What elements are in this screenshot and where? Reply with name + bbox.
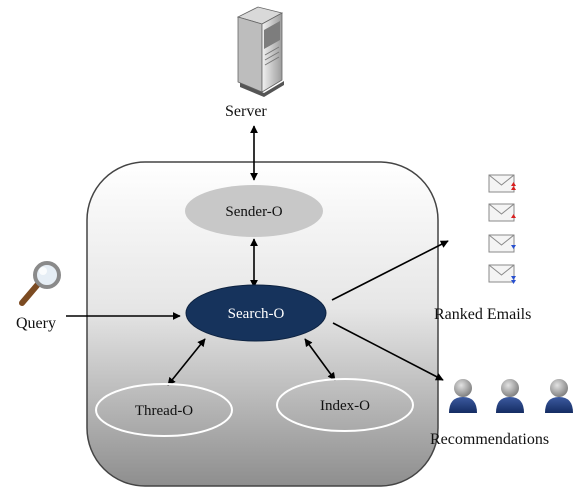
email-icon bbox=[488, 174, 516, 193]
email-icon bbox=[488, 203, 516, 222]
email-icon bbox=[488, 234, 516, 253]
search-index-arrow bbox=[304, 338, 336, 381]
search-node-label: Search-O bbox=[228, 306, 285, 322]
server-icon bbox=[236, 6, 284, 97]
email-icon bbox=[488, 264, 516, 284]
search-thread-arrow bbox=[167, 338, 206, 386]
sender-node: Sender-O bbox=[185, 185, 323, 237]
search-recommend-arrow bbox=[332, 322, 444, 381]
magnifier-icon bbox=[19, 261, 61, 306]
recommendations-label: Recommendations bbox=[430, 431, 550, 448]
person-icon bbox=[545, 379, 573, 413]
server-label: Server bbox=[225, 103, 267, 120]
query-label: Query bbox=[16, 315, 56, 332]
person-icon bbox=[449, 379, 477, 413]
index-node-label: Index-O bbox=[320, 398, 370, 414]
sender-node-label: Sender-O bbox=[225, 204, 282, 220]
search-ranked-arrow bbox=[331, 240, 449, 301]
index-node: Index-O bbox=[276, 378, 414, 432]
ranked-emails-label: Ranked Emails bbox=[434, 306, 532, 323]
person-icon bbox=[496, 379, 524, 413]
thread-node: Thread-O bbox=[95, 383, 233, 437]
thread-node-label: Thread-O bbox=[135, 403, 193, 419]
search-node: Search-O bbox=[185, 284, 327, 342]
